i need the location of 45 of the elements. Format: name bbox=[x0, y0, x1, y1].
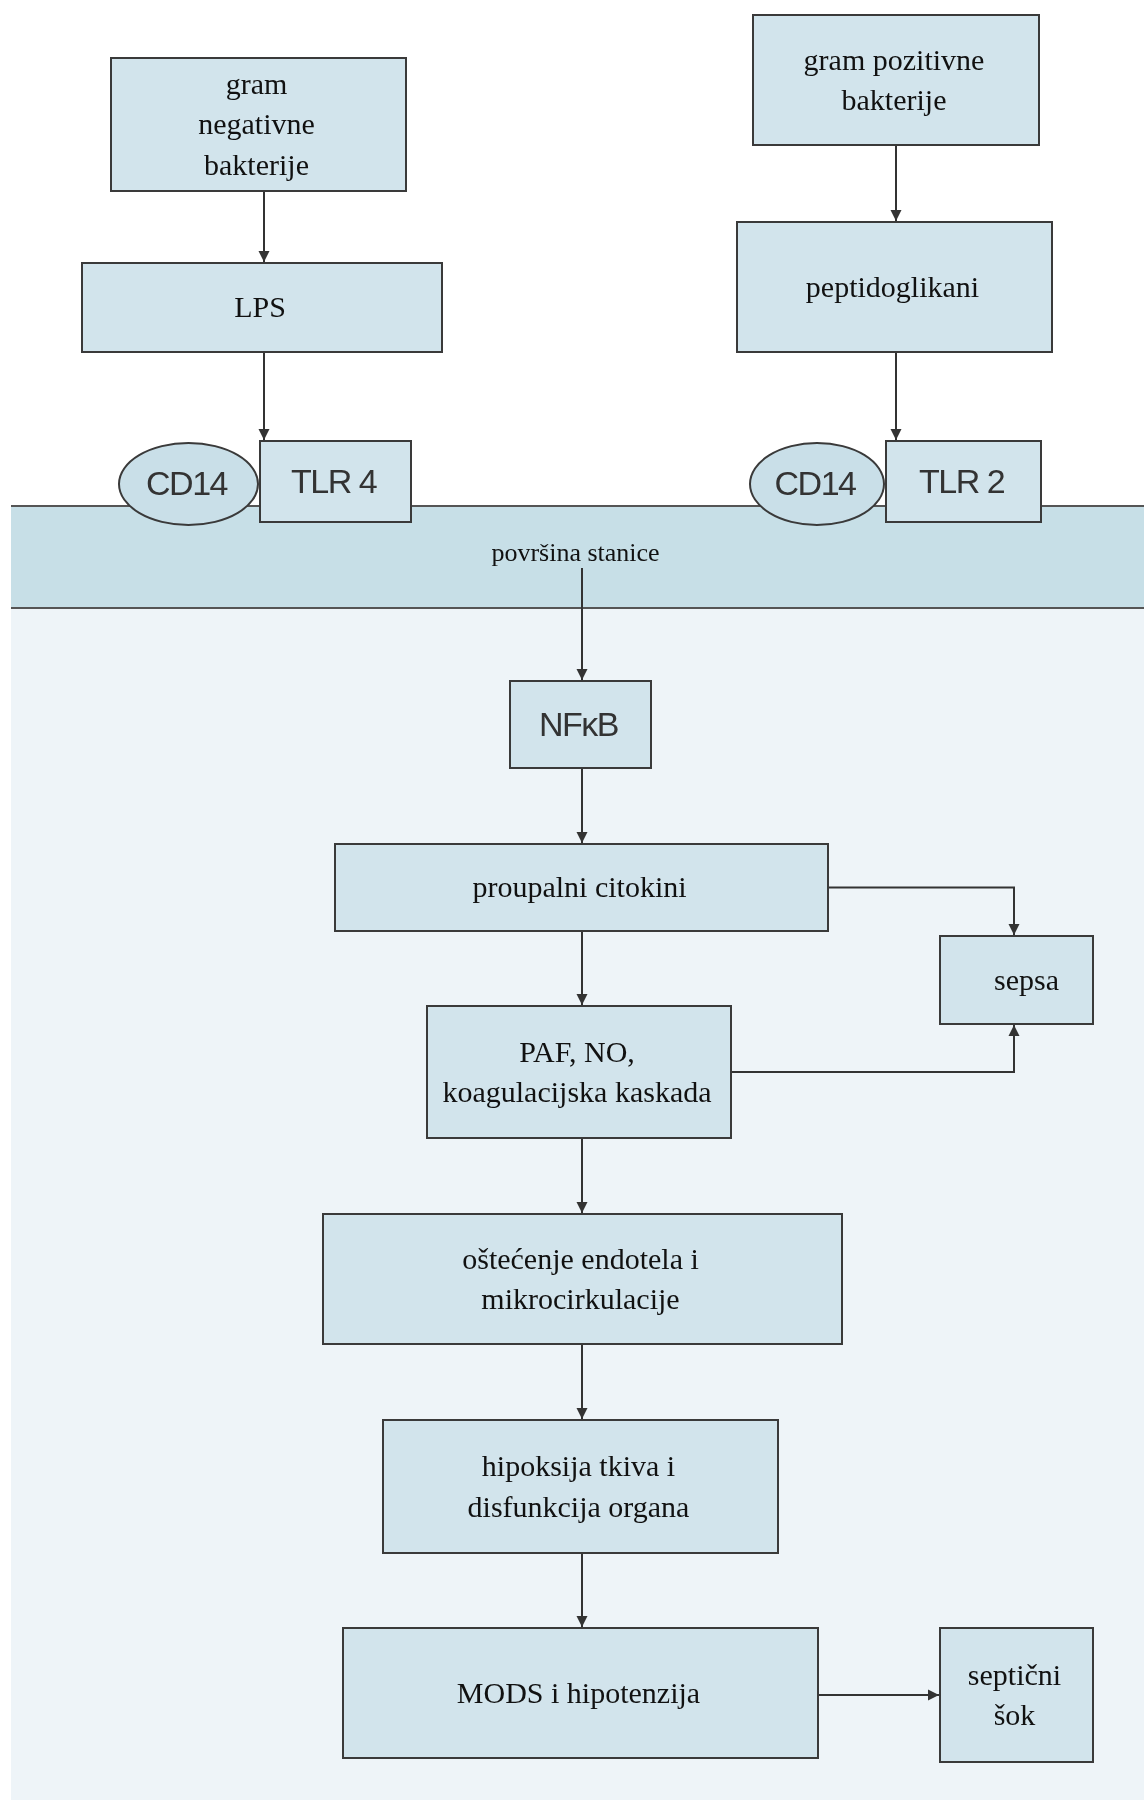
arrow bbox=[258, 352, 270, 441]
arrow bbox=[576, 768, 588, 844]
arrow bbox=[890, 352, 902, 441]
process-box bbox=[426, 1005, 732, 1139]
node-label: MODS i hipotenzija bbox=[456, 1674, 701, 1711]
process-box bbox=[382, 1419, 779, 1554]
arrow bbox=[818, 1689, 940, 1701]
node-label: PAF, NO, koagulacijska kaskada bbox=[441, 1033, 713, 1110]
process-box bbox=[736, 221, 1053, 353]
arrow bbox=[576, 1553, 588, 1628]
node-label: TLR 2 bbox=[918, 460, 1005, 502]
node-label: hipoksija tkiva i disfunkcija organa bbox=[466, 1448, 691, 1525]
process-box bbox=[752, 14, 1040, 146]
process-box bbox=[81, 262, 443, 353]
arrow bbox=[576, 1344, 588, 1420]
arrow bbox=[828, 886, 1020, 936]
arrow bbox=[890, 145, 902, 222]
node-label: gram negativne bakterije bbox=[197, 65, 316, 183]
process-box bbox=[334, 843, 829, 932]
node-label: peptidoglikani bbox=[805, 268, 980, 305]
node-label: TLR 4 bbox=[290, 460, 377, 502]
node-label: površina stanice bbox=[491, 537, 660, 569]
process-box bbox=[259, 440, 412, 523]
process-box bbox=[342, 1627, 819, 1759]
node-label: LPS bbox=[234, 289, 286, 326]
node-label: NFκB bbox=[539, 703, 618, 745]
node-label: oštećenje endotela i mikrocirkulacije bbox=[461, 1240, 700, 1317]
node-label: sepsa bbox=[994, 961, 1059, 998]
arrow bbox=[576, 567, 588, 681]
process-box bbox=[885, 440, 1042, 523]
node-label: CD14 bbox=[774, 463, 856, 505]
cell-membrane-band bbox=[11, 505, 1144, 609]
process-box bbox=[939, 1627, 1094, 1763]
process-box bbox=[110, 57, 407, 192]
node-label: septični šok bbox=[966, 1656, 1063, 1733]
arrow bbox=[576, 1138, 588, 1214]
arrow bbox=[731, 1024, 1020, 1073]
arrow bbox=[576, 931, 588, 1006]
process-box bbox=[322, 1213, 843, 1345]
process-box bbox=[509, 680, 652, 769]
node-label: proupalni citokini bbox=[472, 869, 687, 906]
arrow bbox=[258, 191, 270, 263]
node-label: gram pozitivne bakterije bbox=[802, 41, 986, 118]
process-box bbox=[939, 935, 1094, 1025]
node-label: CD14 bbox=[146, 463, 227, 505]
